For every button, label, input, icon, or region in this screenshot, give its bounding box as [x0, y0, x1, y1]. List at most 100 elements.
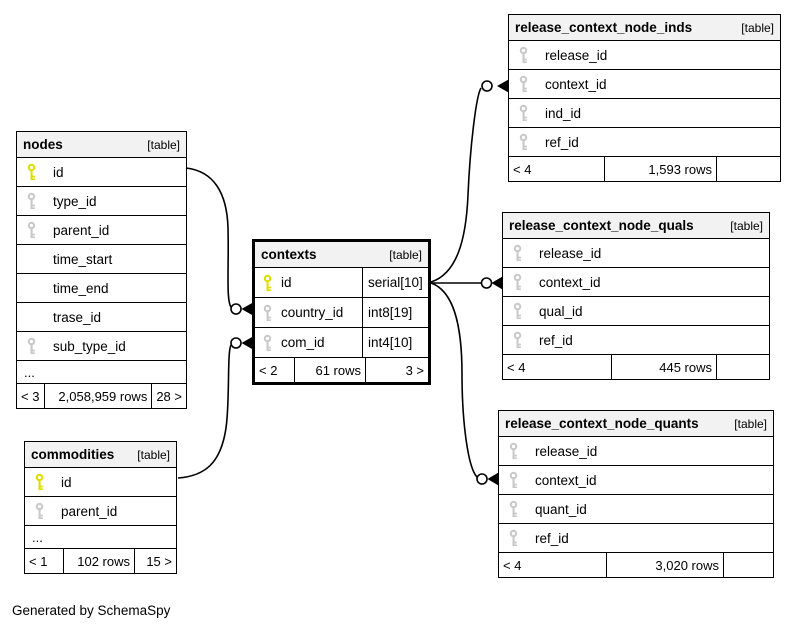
primary-key-icon — [263, 274, 272, 291]
column-row: type_id — [17, 187, 186, 216]
cardinality-circle — [481, 80, 493, 92]
table-release-context-node-inds[interactable]: release_context_node_inds [table] releas… — [508, 14, 781, 182]
more-columns-ellipsis: ... — [17, 361, 186, 384]
table-name: commodities — [31, 447, 115, 462]
column-name: parent_id — [61, 503, 118, 519]
table-footer: < 4 445 rows — [503, 355, 769, 379]
column-name: context_id — [535, 472, 597, 488]
foreign-key-icon — [519, 47, 528, 64]
foreign-key-icon — [519, 134, 528, 151]
cardinality-arrow — [497, 79, 509, 93]
table-release-context-node-quals[interactable]: release_context_node_quals [table] relea… — [502, 212, 770, 380]
table-type-tag: [table] — [730, 218, 763, 233]
column-name: ref_id — [535, 530, 569, 546]
related-in-count: < 1 — [29, 553, 48, 569]
table-name: nodes — [23, 137, 63, 152]
primary-key-icon — [27, 164, 36, 181]
column-name: time_end — [53, 280, 109, 296]
column-row: trase_id — [17, 303, 186, 332]
column-row: id — [25, 468, 176, 497]
relationship-curve-nodes-contexts — [185, 167, 232, 308]
column-row: ref_id — [499, 524, 773, 553]
generator-note: Generated by SchemaSpy — [12, 603, 171, 618]
cardinality-circle — [480, 277, 493, 289]
relationship-curve-contexts-inds — [430, 87, 482, 283]
more-columns-ellipsis: ... — [25, 526, 176, 549]
table-name: release_context_node_inds — [515, 20, 693, 35]
related-out-count — [723, 553, 773, 577]
foreign-key-icon — [27, 338, 36, 355]
column-name: id — [281, 275, 292, 290]
column-row: com_id int4[10] — [255, 328, 428, 358]
column-row: quant_id — [499, 495, 773, 524]
cardinality-arrow — [491, 276, 503, 290]
column-row: time_start — [17, 245, 186, 274]
foreign-key-icon — [509, 472, 518, 489]
table-type-tag: [table] — [147, 137, 180, 152]
foreign-key-icon — [35, 503, 44, 520]
column-row: context_id — [503, 268, 769, 297]
foreign-key-icon — [513, 332, 522, 349]
table-type-tag: [table] — [389, 247, 422, 262]
related-out-count — [716, 157, 780, 181]
column-name: release_id — [545, 47, 608, 63]
table-header: commodities [table] — [25, 442, 176, 468]
table-header: release_context_node_inds [table] — [509, 15, 780, 41]
related-in-count: < 2 — [259, 362, 278, 378]
column-row: release_id — [503, 239, 769, 268]
table-header: nodes [table] — [17, 132, 186, 158]
foreign-key-icon — [519, 76, 528, 93]
column-name: ind_id — [545, 105, 582, 121]
column-type: serial[10] — [362, 268, 428, 297]
cardinality-circle — [230, 337, 242, 349]
table-type-tag: [table] — [734, 416, 767, 431]
table-contexts[interactable]: contexts [table] id serial[10] country_i… — [252, 239, 431, 385]
column-name: ref_id — [539, 332, 573, 348]
column-name: qual_id — [539, 303, 583, 319]
table-footer: < 4 1,593 rows — [509, 157, 780, 181]
table-nodes[interactable]: nodes [table] id type_id parent_id time_… — [16, 131, 187, 409]
column-row: ind_id — [509, 99, 780, 128]
column-name: time_start — [53, 251, 113, 267]
foreign-key-icon — [509, 530, 518, 547]
rows-count: 1,593 rows — [604, 157, 716, 181]
column-row: sub_type_id — [17, 332, 186, 361]
column-row: release_id — [509, 41, 780, 70]
table-footer: < 1 102 rows 15 > — [25, 549, 176, 573]
column-name: type_id — [53, 193, 97, 209]
rows-count: 61 rows — [294, 358, 365, 382]
column-row: country_id int8[19] — [255, 298, 428, 328]
column-row: id serial[10] — [255, 268, 428, 298]
column-row: qual_id — [503, 297, 769, 326]
table-commodities[interactable]: commodities [table] id parent_id ... < 1… — [24, 441, 177, 574]
column-name: country_id — [281, 305, 344, 320]
foreign-key-icon — [509, 501, 518, 518]
relationship-curve-contexts-quants — [430, 282, 478, 478]
foreign-key-icon — [509, 443, 518, 460]
cardinality-arrow — [487, 472, 499, 486]
related-out-count — [716, 355, 769, 379]
foreign-key-icon — [263, 304, 272, 321]
foreign-key-icon — [513, 274, 522, 291]
column-row: ref_id — [509, 128, 780, 157]
foreign-key-icon — [27, 222, 36, 239]
column-type: int8[19] — [362, 298, 428, 327]
column-row: ref_id — [503, 326, 769, 355]
rows-count: 445 rows — [611, 355, 716, 379]
column-row: parent_id — [25, 497, 176, 526]
table-header: contexts [table] — [255, 242, 428, 268]
column-name: context_id — [539, 274, 601, 290]
table-name: release_context_node_quals — [509, 218, 694, 233]
table-footer: < 3 2,058,959 rows 28 > — [17, 384, 186, 408]
primary-key-icon — [35, 474, 44, 491]
table-footer: < 4 3,020 rows — [499, 553, 773, 577]
related-in-count: < 4 — [513, 161, 532, 177]
table-footer: < 2 61 rows 3 > — [255, 358, 428, 382]
table-release-context-node-quants[interactable]: release_context_node_quants [table] rele… — [498, 410, 774, 578]
rows-count: 102 rows — [63, 549, 134, 573]
table-type-tag: [table] — [741, 20, 774, 35]
foreign-key-icon — [513, 303, 522, 320]
table-name: release_context_node_quants — [505, 416, 699, 431]
rows-count: 3,020 rows — [606, 553, 723, 577]
foreign-key-icon — [513, 245, 522, 262]
